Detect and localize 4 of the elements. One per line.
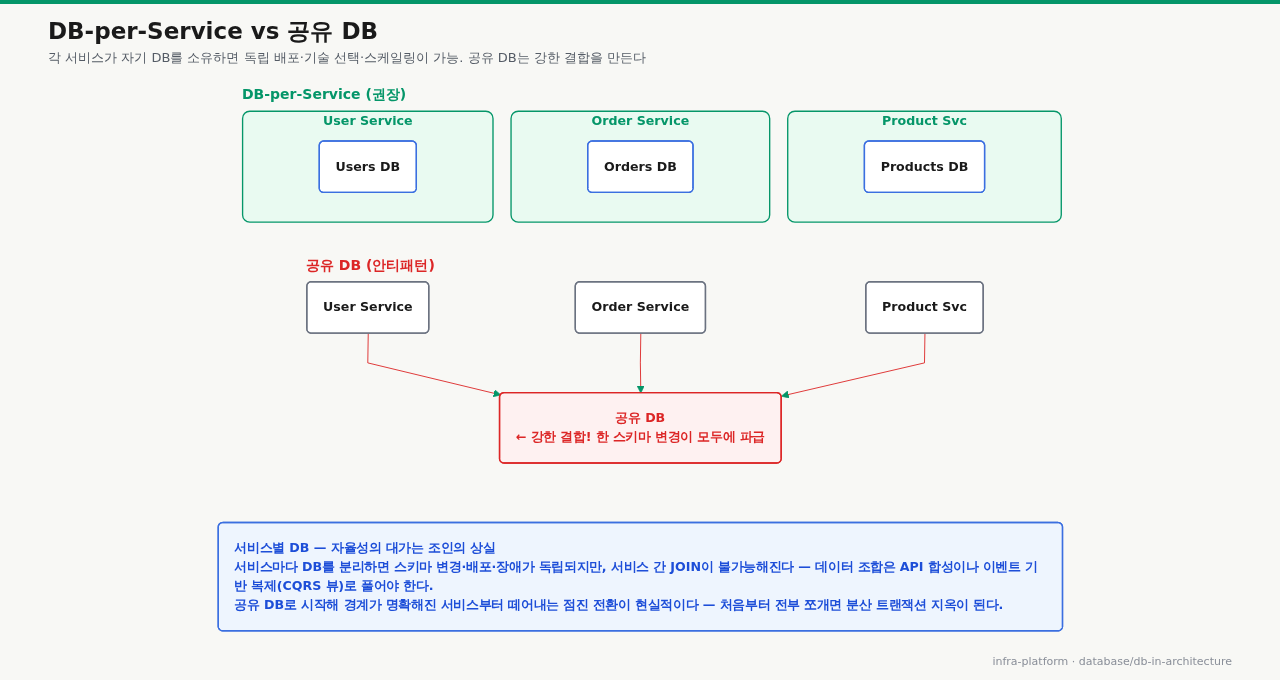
page-title: DB-per-Service vs 공유 DB — [48, 17, 379, 46]
section-heading: DB-per-Service (권장) — [242, 86, 407, 104]
subtitle: 각 서비스가 자기 DB를 소유하면 독립 배포·기술 선택·스케일링이 가능. 공유 DB는 강한 결합을 만든다 — [48, 49, 646, 67]
footer-text: infra-platform · database/db-in-architecture — [992, 655, 1232, 668]
